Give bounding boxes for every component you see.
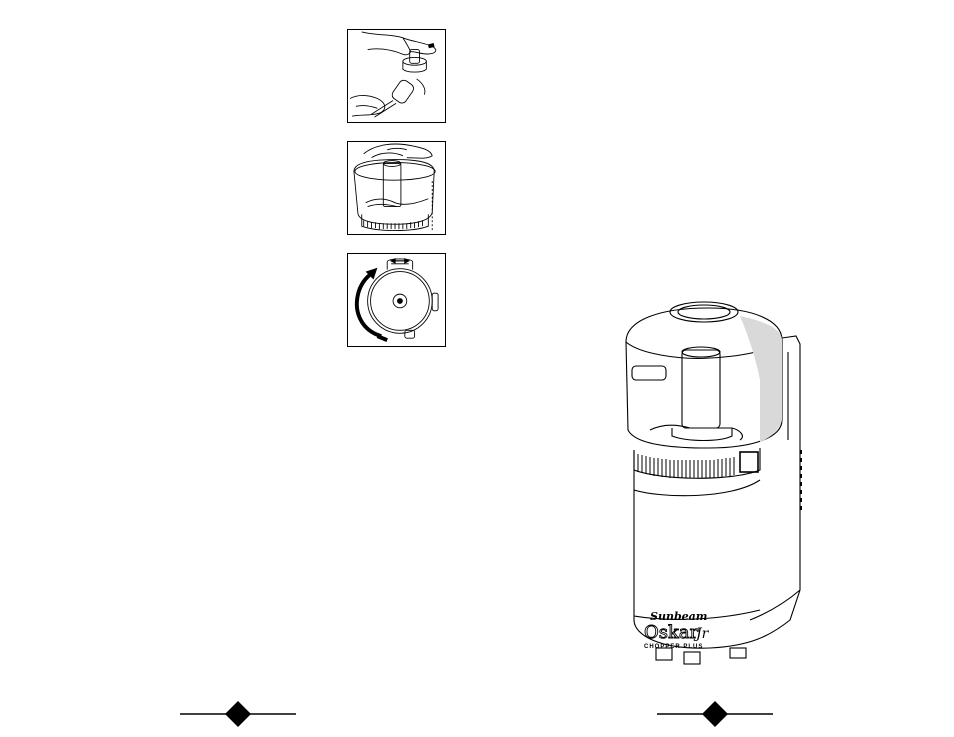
- model-text: CHOPPER PLUS: [644, 644, 703, 650]
- lift-bowl-illustration: [348, 142, 445, 234]
- footer-ornament-left: [180, 700, 296, 728]
- chopper-appliance-illustration: Sunbeam Oskar Jr CHOPPER PLUS: [600, 290, 815, 675]
- diamond-rule-icon: [657, 700, 773, 728]
- step-illustration-lift-bowl: [347, 141, 446, 235]
- remove-blade-with-spatula-illustration: [348, 30, 445, 122]
- diamond-rule-icon: [180, 700, 296, 728]
- product-suffix-text: Jr: [693, 626, 710, 642]
- rotate-bowl-illustration: [348, 254, 445, 346]
- product-name-text: Oskar: [644, 622, 699, 643]
- step-illustration-remove-blade: [347, 29, 446, 123]
- step-illustration-rotate-bowl: [347, 253, 446, 347]
- footer-ornament-right: [657, 700, 773, 728]
- food-chopper-illustration: Sunbeam Oskar Jr CHOPPER PLUS: [600, 290, 815, 675]
